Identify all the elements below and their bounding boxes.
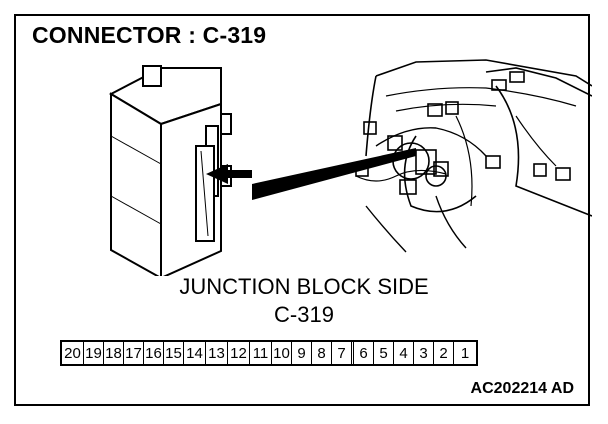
pin-1: 1 [460,344,470,362]
pin-8: 8 [312,342,332,364]
pin-9: 9 [292,342,312,364]
illustration [108,59,592,276]
pin-19: 19 [84,342,104,364]
pin-5: 5 [374,342,394,364]
pin-15: 15 [164,342,184,364]
caption-junction-block-side: JUNCTION BLOCK SIDE [179,274,429,299]
figure-code: AC202214 AD [470,380,574,397]
pin-2: 2 [434,342,454,364]
diagram-frame: CONNECTOR : C-319 [14,14,592,406]
pin-14: 14 [184,342,206,364]
pin-3: 3 [414,342,434,364]
pin-18: 18 [104,342,124,364]
connector-title: CONNECTOR : C-319 [32,22,267,48]
pin-4: 4 [394,342,414,364]
junction-block-drawing [108,65,232,276]
arrow-icon [206,164,252,184]
wiring-harness-drawing [355,59,592,253]
pin-16: 16 [144,342,164,364]
pin-11: 11 [250,342,272,364]
pin-17: 17 [124,342,144,364]
pin-13: 13 [206,342,228,364]
pin-12: 12 [228,342,250,364]
pin-20: 20 [62,342,84,364]
pointer-wedge [252,148,416,200]
pin-10: 10 [272,342,292,364]
caption-connector-id: C-319 [274,302,334,327]
pin-7: 7 [332,342,354,364]
pin-6: 6 [354,342,374,364]
